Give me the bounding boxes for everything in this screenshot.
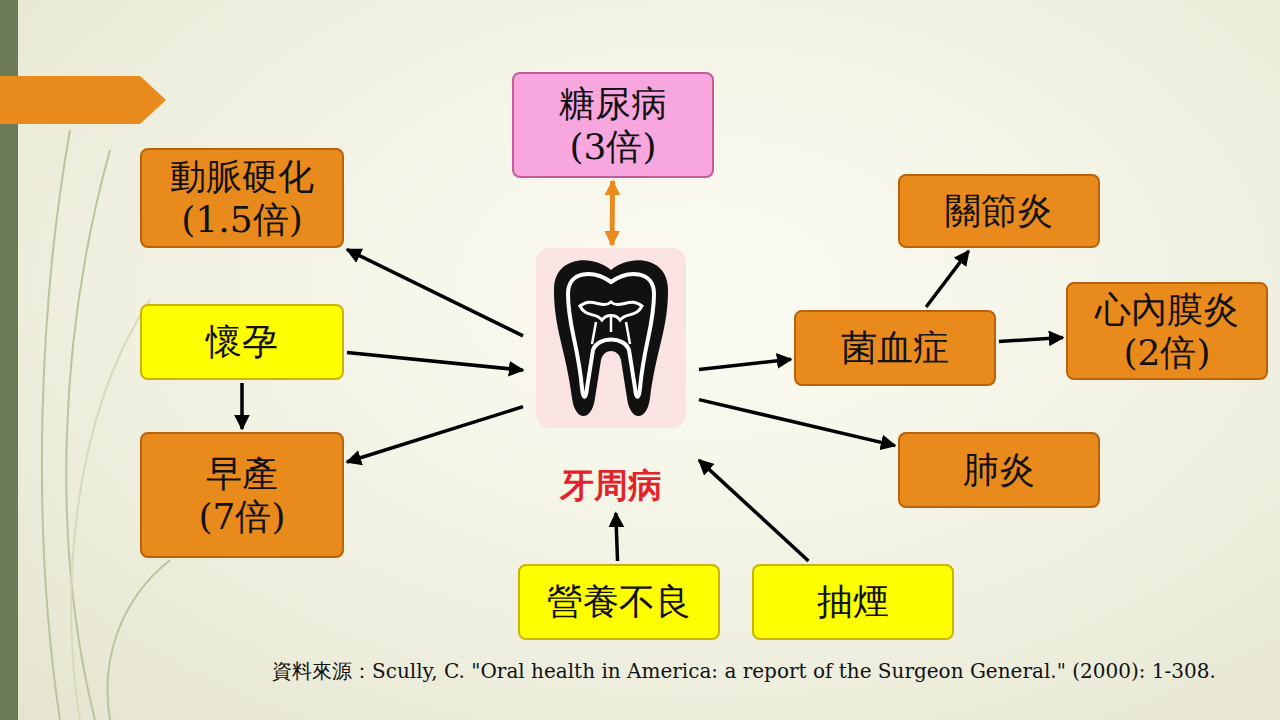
ratio-label: (2倍) [1124, 331, 1211, 374]
arrow-connector [610, 181, 616, 245]
arrow-connector [699, 400, 895, 446]
central-tooth-node: 牙周病 [526, 248, 696, 510]
node-label: 糖尿病 [559, 82, 667, 125]
condition-box: 心內膜炎(2倍) [1066, 282, 1268, 380]
condition-box: 早產(7倍) [140, 432, 344, 558]
arrow-connector [347, 250, 523, 336]
condition-box: 菌血症 [794, 310, 996, 386]
node-label: 菌血症 [841, 326, 949, 369]
ratio-label: (3倍) [570, 125, 657, 168]
node-label: 心內膜炎 [1095, 288, 1239, 331]
risk-factor-box: 抽煙 [752, 564, 954, 640]
arrow-connector [616, 513, 618, 561]
node-label: 懷孕 [206, 320, 278, 363]
condition-box: 糖尿病(3倍) [512, 72, 714, 178]
risk-factor-box: 懷孕 [140, 304, 344, 380]
arrow-connector [699, 460, 809, 561]
orange-tab [0, 76, 166, 124]
node-label: 抽煙 [817, 580, 889, 623]
tooth-icon [536, 248, 686, 428]
node-label: 早產 [206, 452, 278, 495]
arrow-connector [926, 251, 969, 307]
source-caption: 資料來源：Scully, C. "Oral health in America:… [272, 658, 1216, 685]
node-label: 關節炎 [945, 189, 1053, 232]
arrow-connector [999, 338, 1063, 342]
node-label: 肺炎 [963, 448, 1035, 491]
node-label: 牙周病 [560, 465, 662, 510]
risk-factor-box: 營養不良 [518, 564, 720, 640]
ratio-label: (1.5倍) [181, 198, 302, 241]
node-label: 營養不良 [547, 580, 691, 623]
arrow-connector [347, 353, 523, 371]
arrow-connector [699, 359, 791, 369]
condition-box: 關節炎 [898, 174, 1100, 248]
ratio-label: (7倍) [199, 495, 286, 538]
node-label: 動脈硬化 [170, 155, 314, 198]
condition-box: 肺炎 [898, 432, 1100, 508]
arrow-connector [347, 407, 523, 462]
arrow-connector [240, 383, 244, 429]
condition-box: 動脈硬化(1.5倍) [140, 148, 344, 248]
